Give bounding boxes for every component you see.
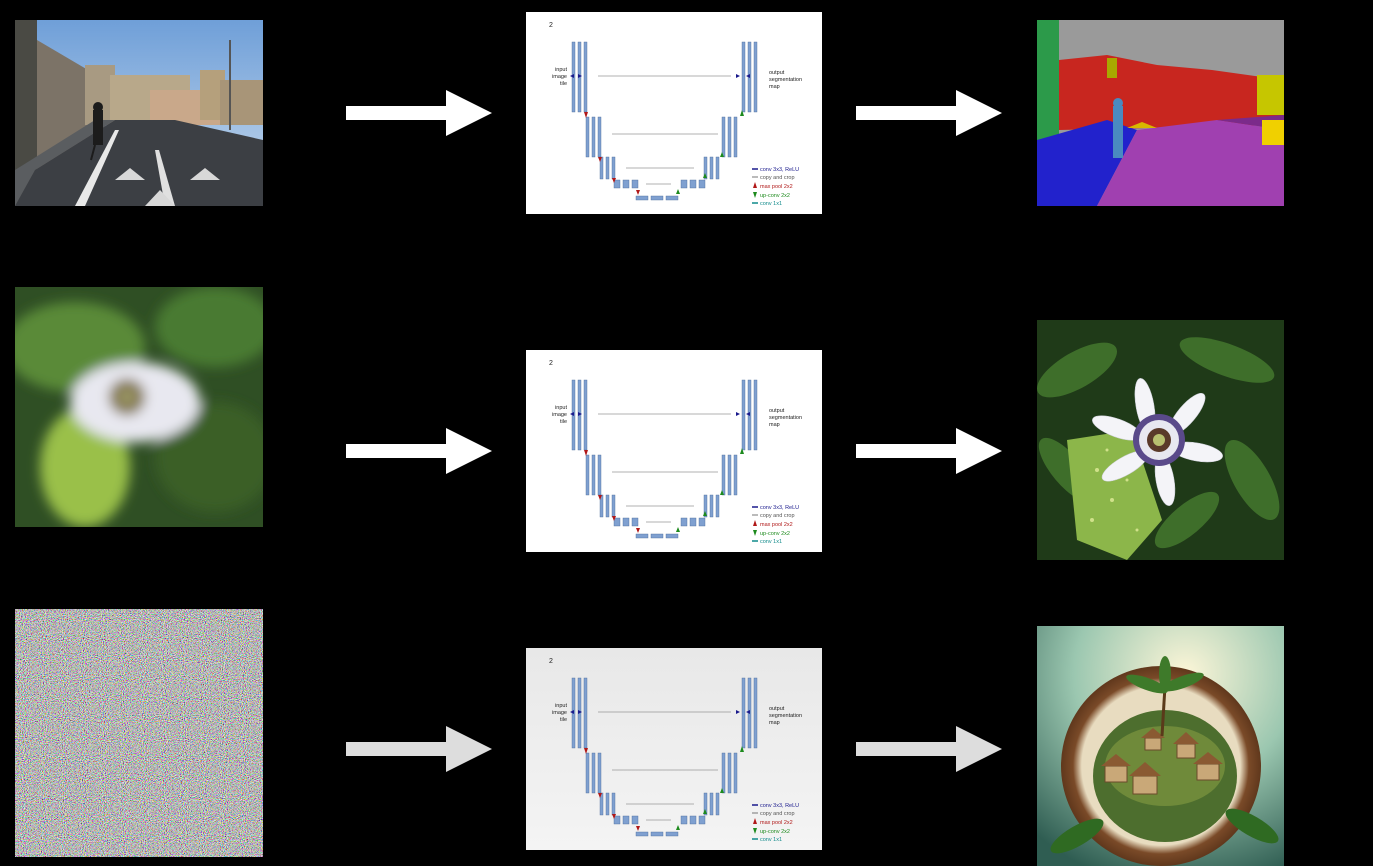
arrow-right-icon: [346, 90, 492, 136]
blurry-passion-flower-photo: [15, 287, 263, 527]
svg-text:tile: tile: [560, 419, 567, 425]
svg-text:image: image: [552, 74, 567, 80]
svg-text:segmentation: segmentation: [769, 415, 802, 421]
svg-text:input: input: [555, 67, 567, 73]
svg-text:up-conv 2x2: up-conv 2x2: [760, 829, 790, 835]
svg-text:input: input: [555, 405, 567, 411]
svg-text:map: map: [769, 84, 780, 90]
svg-text:output: output: [769, 70, 785, 76]
semantic-segmentation-map: [1037, 20, 1284, 206]
svg-text:copy and crop: copy and crop: [760, 811, 795, 817]
svg-text:2: 2: [549, 22, 553, 29]
svg-text:tile: tile: [560, 81, 567, 87]
svg-text:2: 2: [549, 360, 553, 367]
svg-text:max pool 2x2: max pool 2x2: [760, 184, 793, 190]
arrow-right-icon: [856, 90, 1002, 136]
svg-text:output: output: [769, 408, 785, 414]
svg-text:image: image: [552, 710, 567, 716]
svg-text:copy and crop: copy and crop: [760, 175, 795, 181]
unet-diagram: 2 input image tile: [526, 12, 822, 214]
svg-text:image: image: [552, 412, 567, 418]
svg-text:segmentation: segmentation: [769, 713, 802, 719]
miniature-village-in-coconut-image: [1037, 626, 1284, 866]
svg-text:tile: tile: [560, 717, 567, 723]
svg-text:conv 1x1: conv 1x1: [760, 837, 782, 843]
svg-text:up-conv 2x2: up-conv 2x2: [760, 193, 790, 199]
random-noise-image: [15, 609, 263, 857]
svg-text:max pool 2x2: max pool 2x2: [760, 820, 793, 826]
svg-text:map: map: [769, 422, 780, 428]
arrow-right-icon: [346, 726, 492, 772]
svg-text:conv 1x1: conv 1x1: [760, 539, 782, 545]
unet-diagram: 2 input image tile: [526, 350, 822, 552]
svg-text:conv 3x3, ReLU: conv 3x3, ReLU: [760, 803, 799, 809]
svg-text:map: map: [769, 720, 780, 726]
svg-text:input: input: [555, 703, 567, 709]
svg-text:conv 1x1: conv 1x1: [760, 201, 782, 207]
arrow-right-icon: [856, 726, 1002, 772]
svg-text:up-conv 2x2: up-conv 2x2: [760, 531, 790, 537]
svg-text:copy and crop: copy and crop: [760, 513, 795, 519]
street-scene-photo: [15, 20, 263, 206]
svg-text:conv 3x3, ReLU: conv 3x3, ReLU: [760, 167, 799, 173]
arrow-right-icon: [856, 428, 1002, 474]
sharp-passion-flower-photo: [1037, 320, 1284, 560]
svg-text:segmentation: segmentation: [769, 77, 802, 83]
svg-text:2: 2: [549, 658, 553, 665]
svg-text:conv 3x3, ReLU: conv 3x3, ReLU: [760, 505, 799, 511]
svg-text:max pool 2x2: max pool 2x2: [760, 522, 793, 528]
unet-diagram: 2 input image tile: [526, 648, 822, 850]
svg-text:output: output: [769, 706, 785, 712]
arrow-right-icon: [346, 428, 492, 474]
